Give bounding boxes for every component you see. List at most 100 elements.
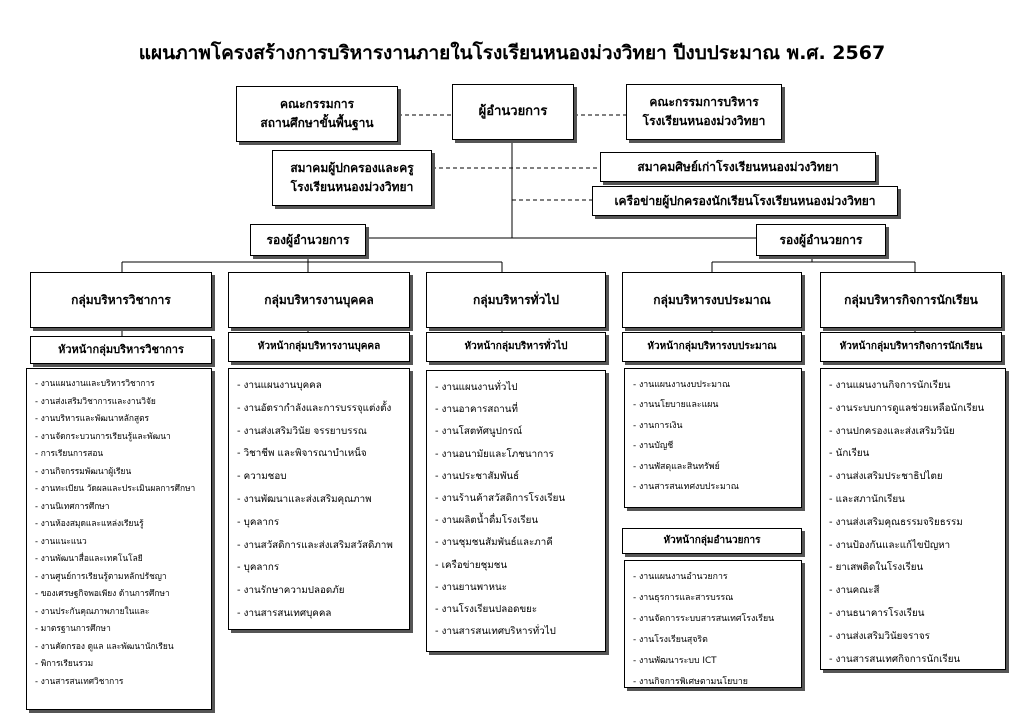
list-item: ความชอบ (237, 466, 403, 489)
list-item: งานปกครองและส่งเสริมวินัย (829, 421, 999, 444)
basic-education-board-line-1: คณะกรรมการ (279, 97, 355, 112)
list-item: เครือข่ายชุมชน (435, 555, 599, 577)
list-item: งานแผนงานอำนวยการ (633, 567, 795, 588)
list-item: งานศูนย์การเรียนรู้ตามหลักปรัชญา (35, 568, 205, 586)
list-item: งานส่งเสริมประชาธิปไตย (829, 466, 999, 489)
group-name-general: กลุ่มบริหารทั่วไป (473, 292, 559, 307)
head-label-general: หัวหน้ากลุ่มบริหารทั่วไป (464, 341, 568, 353)
list-item: วิชาชีพ และพิจารณาบำเหน็จ (237, 443, 403, 466)
head-label-director-office: หัวหน้ากลุ่มอำนวยการ (663, 535, 761, 547)
list-item: นักเรียน (829, 443, 999, 466)
group-name-personnel: กลุ่มบริหารงานบุคคล (264, 292, 374, 307)
task-list-personnel: งานแผนงานบุคคล งานอัตรากำลังและการบรรจุแ… (228, 368, 410, 630)
list-item: งานประชาสัมพันธ์ (435, 466, 599, 488)
school-admin-board-box: คณะกรรมการบริหาร โรงเรียนหนองม่วงวิทยา (626, 84, 782, 140)
list-item: งานคณะสี (829, 580, 999, 603)
deputy-director-right-label: รองผู้อำนวยการ (779, 232, 863, 247)
school-admin-board-line-1: คณะกรรมการบริหาร (649, 95, 759, 110)
list-item: ของเศรษฐกิจพอเพียง ด้านการศึกษา (35, 585, 205, 603)
list-item: งานร้านค้าสวัสดิการโรงเรียน (435, 488, 599, 510)
group-box-student-affairs: กลุ่มบริหารกิจการนักเรียน (820, 272, 1002, 328)
list-item: งานสารสนเทศบริหารทั่วไป (435, 621, 599, 643)
alumni-association-label: สมาคมศิษย์เก่าโรงเรียนหนองม่วงวิทยา (637, 159, 839, 174)
list-item: งานกิจการพิเศษตามนโยบาย (633, 672, 795, 687)
list-item: งานแผนงานกิจการนักเรียน (829, 375, 999, 398)
director-box: ผู้อำนวยการ (452, 84, 574, 140)
list-item: งานโสตทัศนูปกรณ์ (435, 421, 599, 443)
list-item: งานพัฒนาและส่งเสริมคุณภาพ (237, 489, 403, 512)
list-item: งานส่งเสริมคุณธรรมจริยธรรม (829, 512, 999, 535)
task-list-director-office: งานแผนงานอำนวยการ งานธุรการและสารบรรณ งา… (624, 560, 802, 688)
parent-network-box: เครือข่ายผู้ปกครองนักเรียนโรงเรียนหนองม่… (592, 186, 898, 216)
list-item: งานประกันคุณภาพภายในและ (35, 603, 205, 621)
list-item: งานสารสนเทศงบประมาณ (633, 477, 795, 497)
list-item: งานสารสนเทศบุคคล (237, 603, 403, 626)
parent-teacher-association-line-2: โรงเรียนหนองม่วงวิทยา (290, 180, 414, 194)
head-box-general: หัวหน้ากลุ่มบริหารทั่วไป (426, 332, 606, 362)
deputy-director-left-label: รองผู้อำนวยการ (266, 232, 350, 247)
list-item: งานธนาคารโรงเรียน (829, 603, 999, 626)
head-box-budget: หัวหน้ากลุ่มบริหารงบประมาณ (622, 332, 802, 362)
list-item: งานพัสดุและสินทรัพย์ (633, 457, 795, 477)
list-item: งานส่งเสริมวินัย จรรยาบรรณ (237, 421, 403, 444)
list-item: งานชุมชนสัมพันธ์และภาคี (435, 532, 599, 554)
list-item: พิการเรียนรวม (35, 655, 205, 673)
list-item: งานสารสนเทศกิจการนักเรียน (829, 649, 999, 669)
list-item: งานสวัสดิการและส่งเสริมสวัสดิภาพ (237, 535, 403, 558)
list-item: งานแผนงานบุคคล (237, 375, 403, 398)
list-item: งานแผนงานทั่วไป (435, 377, 599, 399)
list-item: งานแผนงานและบริหารวิชาการ (35, 375, 205, 393)
task-list-student-affairs: งานแผนงานกิจการนักเรียน งานระบบการดูแลช่… (820, 368, 1006, 670)
group-name-budget: กลุ่มบริหารงบประมาณ (653, 292, 771, 307)
list-item: มาตรฐานการศึกษา (35, 620, 205, 638)
alumni-association-box: สมาคมศิษย์เก่าโรงเรียนหนองม่วงวิทยา (600, 152, 876, 182)
list-item: งานส่งเสริมวิชาการและงานวิจัย (35, 393, 205, 411)
list-item: งานกิจกรรมพัฒนาผู้เรียน (35, 463, 205, 481)
list-item: งานระบบการดูแลช่วยเหลือนักเรียน (829, 398, 999, 421)
list-item: งานยานพาหนะ (435, 577, 599, 599)
list-item: บุคลากร (237, 557, 403, 580)
list-item: บุคลากร (237, 512, 403, 535)
school-admin-board-line-2: โรงเรียนหนองม่วงวิทยา (642, 114, 766, 128)
list-item: ยาเสพติดในโรงเรียน (829, 557, 999, 580)
list-item: งานธุรการและสารบรรณ (633, 588, 795, 609)
list-item: งานส่งเสริมวินัยจราจร (829, 626, 999, 649)
list-item: งานนิเทศการศึกษา (35, 498, 205, 516)
list-item: งานสารสนเทศวิชาการ (35, 673, 205, 691)
list-item: งานพัฒนาระบบ ICT (633, 651, 795, 672)
list-item: งานทะเบียน วัดผลและประเมินผลการศึกษา (35, 480, 205, 498)
list-item: งานป้องกันและแก้ไขปัญหา (829, 535, 999, 558)
parent-teacher-association-box: สมาคมผู้ปกครองและครู โรงเรียนหนองม่วงวิท… (272, 150, 432, 206)
list-item: งานการเงิน (633, 416, 795, 436)
group-name-student-affairs: กลุ่มบริหารกิจการนักเรียน (844, 292, 978, 307)
list-item: งานคัดกรอง ดูแล และพัฒนานักเรียน (35, 638, 205, 656)
director-label: ผู้อำนวยการ (478, 103, 548, 119)
list-item: งานห้องสมุดและแหล่งเรียนรู้ (35, 515, 205, 533)
group-box-budget: กลุ่มบริหารงบประมาณ (622, 272, 802, 328)
page-title: แผนภาพโครงสร้างการบริหารงานภายในโรงเรียน… (138, 42, 886, 64)
group-box-general: กลุ่มบริหารทั่วไป (426, 272, 606, 328)
group-box-academic: กลุ่มบริหารวิชาการ (30, 272, 212, 328)
group-box-personnel: กลุ่มบริหารงานบุคคล (228, 272, 410, 328)
list-item: งานจัดกระบวนการเรียนรู้และพัฒนา (35, 428, 205, 446)
list-item: งานโรงเรียนปลอดขยะ (435, 599, 599, 621)
list-item: งานรักษาความปลอดภัย (237, 580, 403, 603)
head-box-academic: หัวหน้ากลุ่มบริหารวิชาการ (30, 336, 212, 364)
list-item: งานพัฒนาสื่อและเทคโนโลยี (35, 550, 205, 568)
task-list-budget: งานแผนงานงบประมาณ งานนโยบายและแผน งานการ… (624, 368, 802, 508)
head-label-student-affairs: หัวหน้ากลุ่มบริหารกิจการนักเรียน (839, 341, 983, 353)
head-box-student-affairs: หัวหน้ากลุ่มบริหารกิจการนักเรียน (820, 332, 1002, 362)
list-item: งานนโยบายและแผน (633, 395, 795, 415)
parent-teacher-association-line-1: สมาคมผู้ปกครองและครู (290, 161, 414, 176)
list-item: งานแนะแนว (35, 533, 205, 551)
task-list-academic: งานแผนงานและบริหารวิชาการ งานส่งเสริมวิช… (26, 368, 212, 710)
parent-network-label: เครือข่ายผู้ปกครองนักเรียนโรงเรียนหนองม่… (614, 193, 876, 208)
task-list-general: งานแผนงานทั่วไป งานอาคารสถานที่ งานโสตทั… (426, 370, 606, 652)
basic-education-board-line-2: สถานศึกษาขั้นพื้นฐาน (260, 116, 374, 130)
group-name-academic: กลุ่มบริหารวิชาการ (71, 292, 171, 307)
head-box-personnel: หัวหน้ากลุ่มบริหารงานบุคคล (228, 332, 410, 362)
head-label-personnel: หัวหน้ากลุ่มบริหารงานบุคคล (257, 341, 381, 353)
list-item: และสภานักเรียน (829, 489, 999, 512)
list-item: งานโรงเรียนสุจริต (633, 630, 795, 651)
